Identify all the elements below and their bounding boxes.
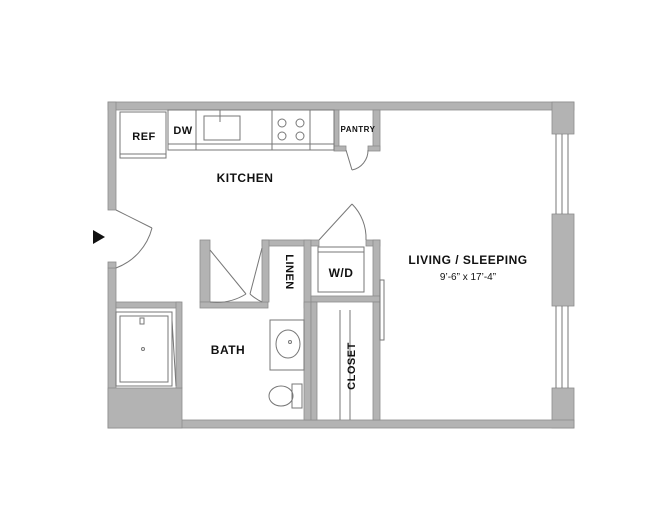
linen-door[interactable]	[249, 247, 263, 303]
pantry-door[interactable]	[345, 149, 369, 171]
closet-label: CLOSET	[346, 342, 358, 390]
shower	[115, 311, 177, 387]
living-label: LIVING / SLEEPING	[408, 253, 527, 267]
windows	[555, 134, 569, 388]
dw-label: DW	[173, 125, 192, 137]
pantry-label: PANTRY	[341, 125, 376, 134]
bath-label: BATH	[211, 343, 245, 357]
ref-label: REF	[132, 131, 156, 143]
kitchen-label: KITCHEN	[217, 171, 274, 185]
toilet	[268, 383, 303, 409]
sink-icon	[203, 110, 241, 141]
bath-door[interactable]	[209, 249, 247, 303]
sliding-panel	[379, 279, 385, 341]
wd-door[interactable]	[318, 203, 367, 241]
washer-dryer-unit	[317, 246, 365, 293]
linen-label: LINEN	[283, 254, 295, 290]
wd-label: W/D	[329, 266, 354, 280]
living-dimensions: 9’-6” x 17’-4”	[440, 272, 496, 283]
entry-door[interactable]	[115, 209, 153, 269]
exterior-walls	[107, 101, 575, 429]
vanity-sink	[269, 319, 305, 371]
entry-arrow-icon	[93, 230, 105, 244]
refrigerator	[119, 111, 167, 159]
closet-rod	[339, 310, 351, 420]
interior-walls	[107, 109, 381, 421]
cooktop-icon	[271, 109, 311, 151]
